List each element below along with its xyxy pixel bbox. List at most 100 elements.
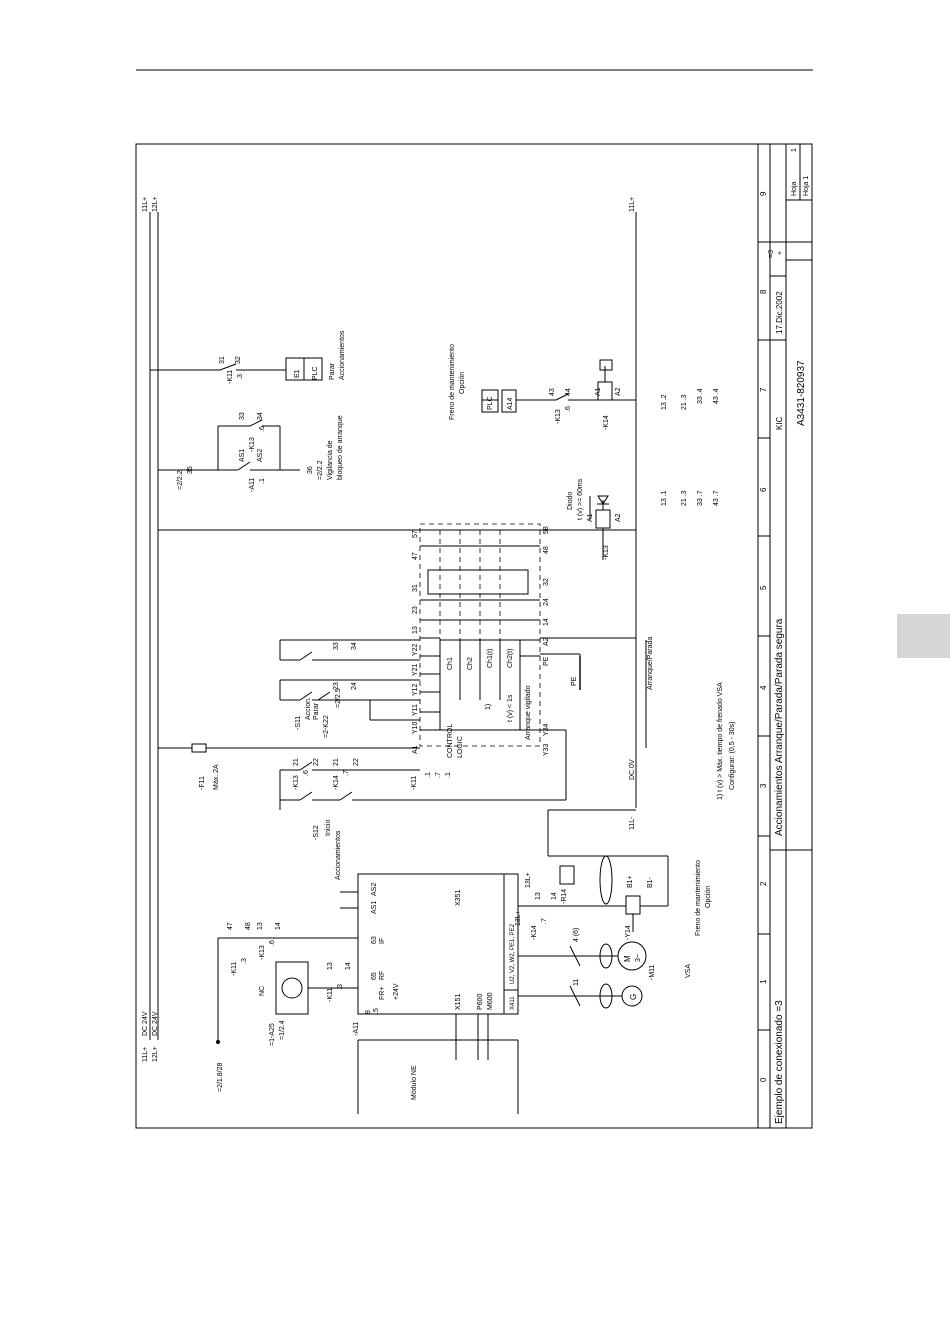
svg-text:65: 65: [371, 972, 378, 980]
svg-text:23: 23: [333, 682, 340, 690]
footnote-1: 1) t (v) > Máx. tiempo de frenado VSA: [717, 682, 724, 800]
svg-text:63: 63: [371, 936, 378, 944]
svg-text:Y21: Y21: [412, 663, 419, 676]
doc-number: A3431-820937: [796, 360, 807, 426]
svg-text:48: 48: [543, 546, 550, 554]
svg-text:Opción: Opción: [705, 886, 712, 908]
svg-text:CONTROL: CONTROL: [447, 724, 454, 758]
svg-text:-K13: -K13: [603, 545, 610, 560]
svg-text:RF: RF: [379, 971, 386, 980]
svg-text:t (v) >= 60ms: t (v) >= 60ms: [577, 478, 584, 520]
svg-text:-K14: -K14: [603, 415, 610, 430]
svg-text:-K11: -K11: [327, 988, 334, 1002]
start-interlock: =2/2.2 35 AS1 AS2 -A11 .1 33 34 -K13 .6 …: [158, 412, 344, 492]
svg-text:.6: .6: [303, 770, 310, 776]
svg-text:Freno de mantenimiento: Freno de mantenimiento: [449, 344, 456, 420]
svg-text:M600: M600: [487, 992, 494, 1010]
column-ticks: [758, 241, 770, 1031]
svg-text:-K11: -K11: [227, 370, 234, 384]
svg-text:13: 13: [327, 962, 334, 970]
svg-text:AS1: AS1: [371, 901, 378, 914]
svg-text:32: 32: [543, 578, 550, 586]
svg-text:Ch2(t): Ch2(t): [507, 649, 514, 668]
svg-text:PLC: PLC: [487, 396, 494, 410]
svg-text:35: 35: [187, 466, 194, 474]
svg-text:E1: E1: [294, 369, 301, 378]
svg-text:47: 47: [412, 552, 419, 560]
svg-text:12L+: 12L+: [152, 196, 159, 212]
col-8: 8: [759, 289, 768, 294]
svg-text:44: 44: [565, 388, 572, 396]
svg-text:A1: A1: [595, 387, 602, 396]
col-5: 5: [759, 585, 768, 590]
svg-text:Y33: Y33: [543, 743, 550, 756]
svg-text:IF: IF: [379, 938, 386, 944]
svg-text:=1-A25: =1-A25: [269, 1023, 276, 1046]
svg-text:-S11: -S11: [295, 716, 302, 730]
svg-text:47: 47: [227, 922, 234, 930]
svg-text:.1: .1: [445, 772, 452, 778]
feed-lines: [150, 369, 636, 749]
col-6: 6: [759, 487, 768, 492]
svg-text:PE: PE: [543, 656, 550, 666]
svg-text:-K14: -K14: [531, 925, 538, 940]
k14-relay: PLC A14 Freno de mantenimiento Opción 43…: [449, 344, 720, 430]
module-contacts: -K11 .3 47 48 -K13 .6 13 14 -K11 .3 13 1…: [227, 922, 352, 1002]
svg-text:Accionamientos: Accionamientos: [339, 330, 346, 380]
svg-text:Y11: Y11: [412, 704, 419, 716]
svg-text:11: 11: [573, 979, 580, 986]
hoja-label: Hoja: [791, 181, 798, 196]
svg-text:Parar: Parar: [329, 362, 336, 380]
svg-text:.7: .7: [343, 770, 350, 776]
svg-text:Accionamientos: Accionamientos: [335, 830, 342, 880]
stop-inputs: -S11 Accion. Parar =2-K22 =2/2.5 23 24 3…: [279, 639, 420, 738]
svg-text:A2: A2: [615, 513, 622, 522]
svg-text:9: 9: [365, 1010, 372, 1014]
svg-text:A1: A1: [587, 513, 594, 522]
svg-text:13 .2: 13 .2: [661, 394, 668, 410]
svg-text:Y34: Y34: [543, 723, 550, 736]
svg-text:13: 13: [257, 922, 264, 930]
eq3-label: =3: [768, 250, 775, 258]
svg-text:13L+: 13L+: [525, 872, 532, 888]
svg-text:12L+: 12L+: [152, 1046, 159, 1062]
start-inputs: -K13 .6 21 22 -K14 .7 21 22 -S12 Inicio …: [279, 729, 567, 880]
svg-text:B1+: B1+: [627, 875, 634, 888]
svg-text:=2/2.5: =2/2.5: [335, 688, 342, 708]
svg-text:AS1: AS1: [239, 449, 246, 462]
svg-text:Vigilancia de: Vigilancia de: [327, 440, 334, 480]
svg-text:X351: X351: [455, 890, 462, 906]
title-block: [757, 144, 812, 1128]
svg-text:3~: 3~: [635, 954, 642, 962]
hoja-1: Hoja 1: [803, 176, 810, 196]
svg-text:Arranque vigilado: Arranque vigilado: [525, 685, 532, 740]
svg-text:11L+: 11L+: [142, 197, 149, 212]
svg-text:-A11: -A11: [353, 1022, 360, 1036]
svg-text:32: 32: [235, 356, 242, 364]
pe-label: PE: [571, 676, 578, 686]
svg-text:M: M: [623, 955, 632, 962]
svg-text:=2/2.2: =2/2.2: [317, 460, 324, 480]
svg-text:14: 14: [345, 962, 352, 970]
col-7: 7: [759, 387, 768, 392]
column-numbers: 0 1 2 3 4 5 6 7 8 9: [759, 191, 768, 1082]
svg-text:34: 34: [257, 412, 264, 420]
svg-text:X151: X151: [455, 994, 462, 1010]
svg-text:AS2: AS2: [257, 449, 264, 462]
svg-text:DC 0V: DC 0V: [629, 759, 636, 780]
safety-relay: CONTROL LOGIC Ch1 Ch2 Ch1(t) Ch2(t) 1) t…: [412, 523, 581, 758]
svg-text:DC 24V: DC 24V: [142, 1011, 149, 1036]
svg-text:4 (6): 4 (6): [573, 928, 580, 942]
svg-text:33: 33: [239, 412, 246, 420]
svg-text:13L+: 13L+: [515, 910, 522, 926]
svg-text:AS2: AS2: [371, 883, 378, 896]
rails: 11L+ 12L+ 11L+ 12L+ DC 24V DC 24V 11L+ 1…: [142, 196, 647, 1062]
drawing-title: Ejemplo de conexionado =3: [774, 1000, 785, 1124]
motor-section: M 3~ G -M11 VSA 4 (6) 11 -Y14 B1+ B1- -R…: [518, 809, 712, 1009]
svg-text:U2, V2, W2, PE1, PE2: U2, V2, W2, PE1, PE2: [510, 923, 516, 984]
col-2: 2: [759, 881, 768, 886]
svg-text:LOGIC: LOGIC: [457, 736, 464, 758]
svg-text:21: 21: [333, 758, 340, 766]
hoja-number: 1: [791, 148, 798, 152]
